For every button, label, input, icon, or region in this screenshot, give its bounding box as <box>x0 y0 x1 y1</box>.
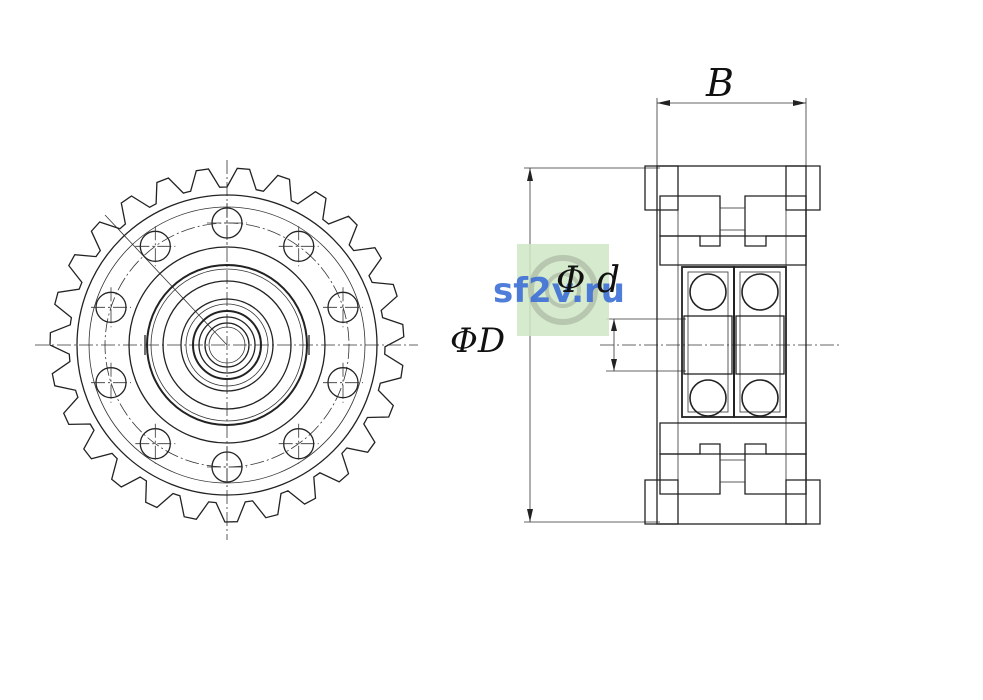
sprocket-teeth-outline <box>49 167 405 523</box>
bore-arrow-bottom <box>611 359 617 371</box>
ring-top-band <box>659 235 807 266</box>
bore-circle <box>204 322 250 368</box>
bore-ring-outer <box>192 310 262 380</box>
watermark-text: sf2v.ru <box>493 271 625 311</box>
ball-bottom-left <box>689 379 727 417</box>
bearing-inner-ring-2 <box>185 303 269 387</box>
gap-top <box>719 207 746 231</box>
body-outline <box>656 165 807 525</box>
bore-arrow-top <box>611 319 617 331</box>
width-arrow-left <box>657 100 670 106</box>
bearing-outer-ring-inner <box>150 268 304 422</box>
outer-arrow-bottom <box>527 509 533 522</box>
groove-top-right <box>744 195 807 247</box>
flange-top-right <box>785 165 821 211</box>
ball-top-left <box>689 273 727 311</box>
bearing-left-inner <box>687 271 729 413</box>
gap-bottom <box>719 459 746 483</box>
bearing-outer-ring <box>146 264 308 426</box>
bearing-right-inner <box>739 271 781 413</box>
inner-race-left <box>683 315 733 375</box>
ball-top-right <box>741 273 779 311</box>
ball-bottom-right <box>741 379 779 417</box>
ring-bottom-band <box>659 422 807 455</box>
flange-bottom-right <box>785 479 821 525</box>
groove-bottom-left <box>659 443 721 495</box>
flange-top-left <box>644 165 679 211</box>
groove-bottom-right <box>744 443 807 495</box>
sprocket-root-circle <box>76 194 378 496</box>
outer-arrow-top <box>527 168 533 181</box>
bolt-holes <box>91 203 363 487</box>
watermark-bearing-icon <box>528 255 598 325</box>
bearing-inner-ring <box>180 298 274 392</box>
diagonal-leader-line <box>104 214 228 346</box>
groove-top-left <box>659 195 721 247</box>
watermark-bearing-inner-icon <box>545 272 581 308</box>
hub-circle <box>128 246 326 444</box>
bolt-pitch-circle <box>104 222 350 468</box>
outer-diameter-label: ΦD <box>450 321 505 361</box>
bore-ring <box>198 316 256 374</box>
bore-inner-circle <box>208 326 246 364</box>
flange-bottom-left <box>644 479 679 525</box>
width-label: B <box>705 61 734 105</box>
inner-race-right <box>735 315 785 375</box>
bearing-seal-ring <box>162 280 292 410</box>
width-arrow-right <box>793 100 806 106</box>
bore-diameter-label: Φ d <box>556 260 620 301</box>
site-watermark: sf2v.ru <box>493 244 625 336</box>
sprocket-front-view <box>35 160 418 540</box>
bearing-section-view: B ΦD <box>450 61 840 525</box>
